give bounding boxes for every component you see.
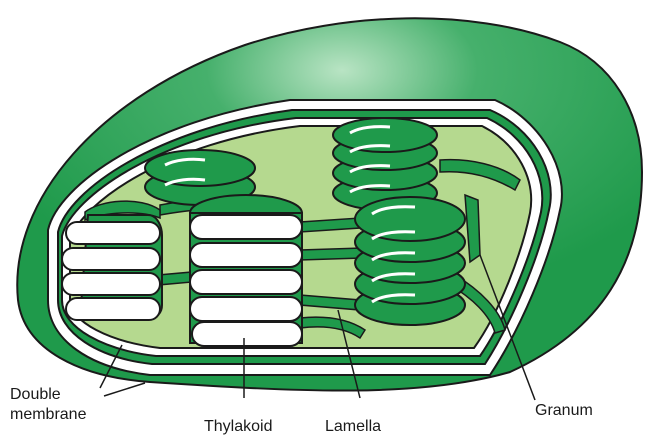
label-thylakoid: Thylakoid [204,418,272,435]
thylakoid-disc [190,270,302,294]
thylakoid-disc [66,298,160,320]
thylakoid-disc [62,273,160,295]
leader-double-membrane-b [104,383,145,396]
label-lamella: Lamella [325,418,381,435]
lamella-connector-2 [300,248,362,260]
thylakoid-disc [62,248,160,270]
label-double-membrane-line2: membrane [10,406,87,423]
label-granum: Granum [535,402,593,419]
thylakoid-disc [66,222,160,244]
granum-middle-cut [190,195,302,346]
disc [355,197,465,241]
granum-right-front [355,197,465,325]
granum-top-center [333,118,437,210]
lamella-connector-4 [158,272,192,285]
thylakoid-disc [192,322,302,346]
thylakoid-disc [190,243,302,267]
label-double-membrane-line1: Double [10,386,61,403]
granum-left-cut [62,215,162,320]
thylakoid-disc [190,297,302,321]
thylakoid-disc [190,215,302,239]
